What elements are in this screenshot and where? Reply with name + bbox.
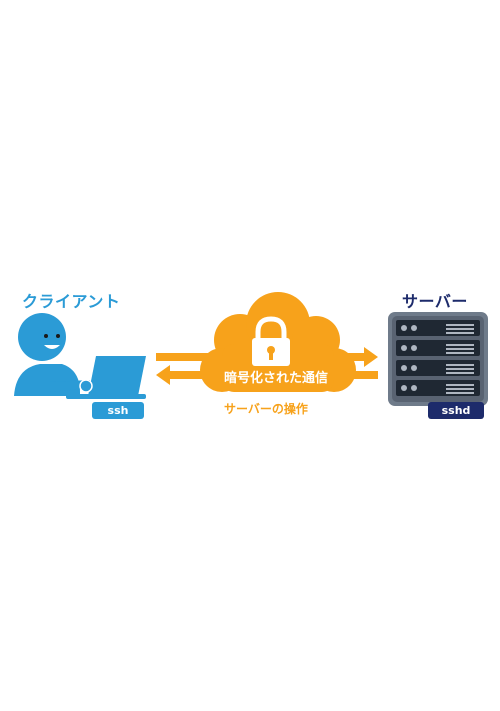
padlock-icon [252, 316, 290, 366]
person-at-laptop-icon [14, 313, 146, 399]
sshd-tag: sshd [428, 402, 484, 419]
server-rack-icon [388, 312, 488, 406]
ssh-tag: ssh [92, 402, 144, 419]
server-label: サーバー [402, 292, 468, 311]
client-label: クライアント [22, 292, 121, 311]
encrypted-channel-label: 暗号化された通信 [223, 371, 328, 386]
server-operation-label: サーバーの操作 [224, 402, 308, 416]
